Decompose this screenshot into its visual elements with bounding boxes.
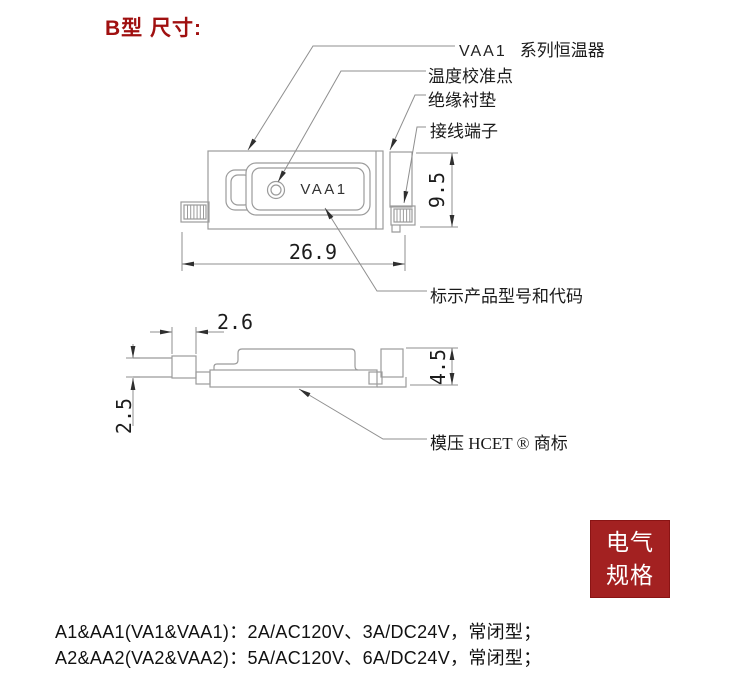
- leader-series: [247, 45, 455, 151]
- electrical-spec-badge-line1: 电气: [606, 529, 654, 555]
- callout-series-model: VAA1: [459, 43, 507, 60]
- right-end-block: [389, 151, 413, 208]
- side-view-dimension-lines: [126, 327, 458, 426]
- calibration-point-mark: [266, 180, 286, 200]
- electrical-spec-badge: 电气 规格: [590, 520, 670, 598]
- callout-series-text: 系列恒温器: [519, 41, 605, 60]
- dimension-body-height-value: 4.5: [426, 348, 450, 386]
- left-terminal-lug: [180, 201, 210, 223]
- dimension-tab-width-value: 2.6: [216, 310, 254, 334]
- right-step: [391, 225, 401, 233]
- callout-gasket: 绝缘衬垫: [428, 91, 496, 110]
- leader-molded: [298, 388, 427, 440]
- dimension-height-value: 9.5: [425, 171, 449, 209]
- callout-calibration: 温度校准点: [428, 67, 513, 86]
- side-base-plate: [209, 369, 378, 388]
- electrical-specs: A1&AA1(VA1&VAA1)：2A/AC120V、3A/DC24V，常闭型；…: [55, 619, 542, 671]
- dimension-tab-height-value: 2.5: [112, 397, 136, 435]
- callout-molded-trademark: 模压 HCET ® 商标: [430, 434, 568, 453]
- leader-terminal: [403, 126, 426, 204]
- side-body-hump: [213, 348, 359, 371]
- top-view-dimension-lines: [181, 152, 458, 271]
- callout-terminal: 接线端子: [430, 122, 498, 141]
- top-view-leader-lines: [247, 45, 455, 292]
- callout-marking: 标示产品型号和代码: [430, 287, 583, 306]
- page-title: B型 尺寸:: [105, 17, 202, 40]
- part-model-label: VAA1: [300, 181, 348, 198]
- dimension-width-value: 26.9: [288, 240, 338, 264]
- callout-series: VAA1 系列恒温器: [459, 36, 605, 61]
- leader-marking: [324, 207, 427, 292]
- spec-line-2: A2&AA2(VA2&VAA2)：5A/AC120V、6A/DC24V，常闭型；: [55, 648, 542, 668]
- leader-gasket: [389, 94, 426, 151]
- leader-calibration: [277, 70, 426, 183]
- side-right-tab: [380, 348, 404, 378]
- right-terminal-lug: [390, 205, 416, 226]
- technical-drawing: [126, 45, 458, 440]
- side-view-drawing: [133, 348, 407, 388]
- electrical-spec-badge-line2: 规格: [606, 562, 654, 588]
- spec-line-1: A1&AA1(VA1&VAA1)：2A/AC120V、3A/DC24V，常闭型；: [55, 622, 542, 642]
- side-view-leader-lines: [298, 388, 427, 440]
- side-left-tab: [171, 355, 197, 379]
